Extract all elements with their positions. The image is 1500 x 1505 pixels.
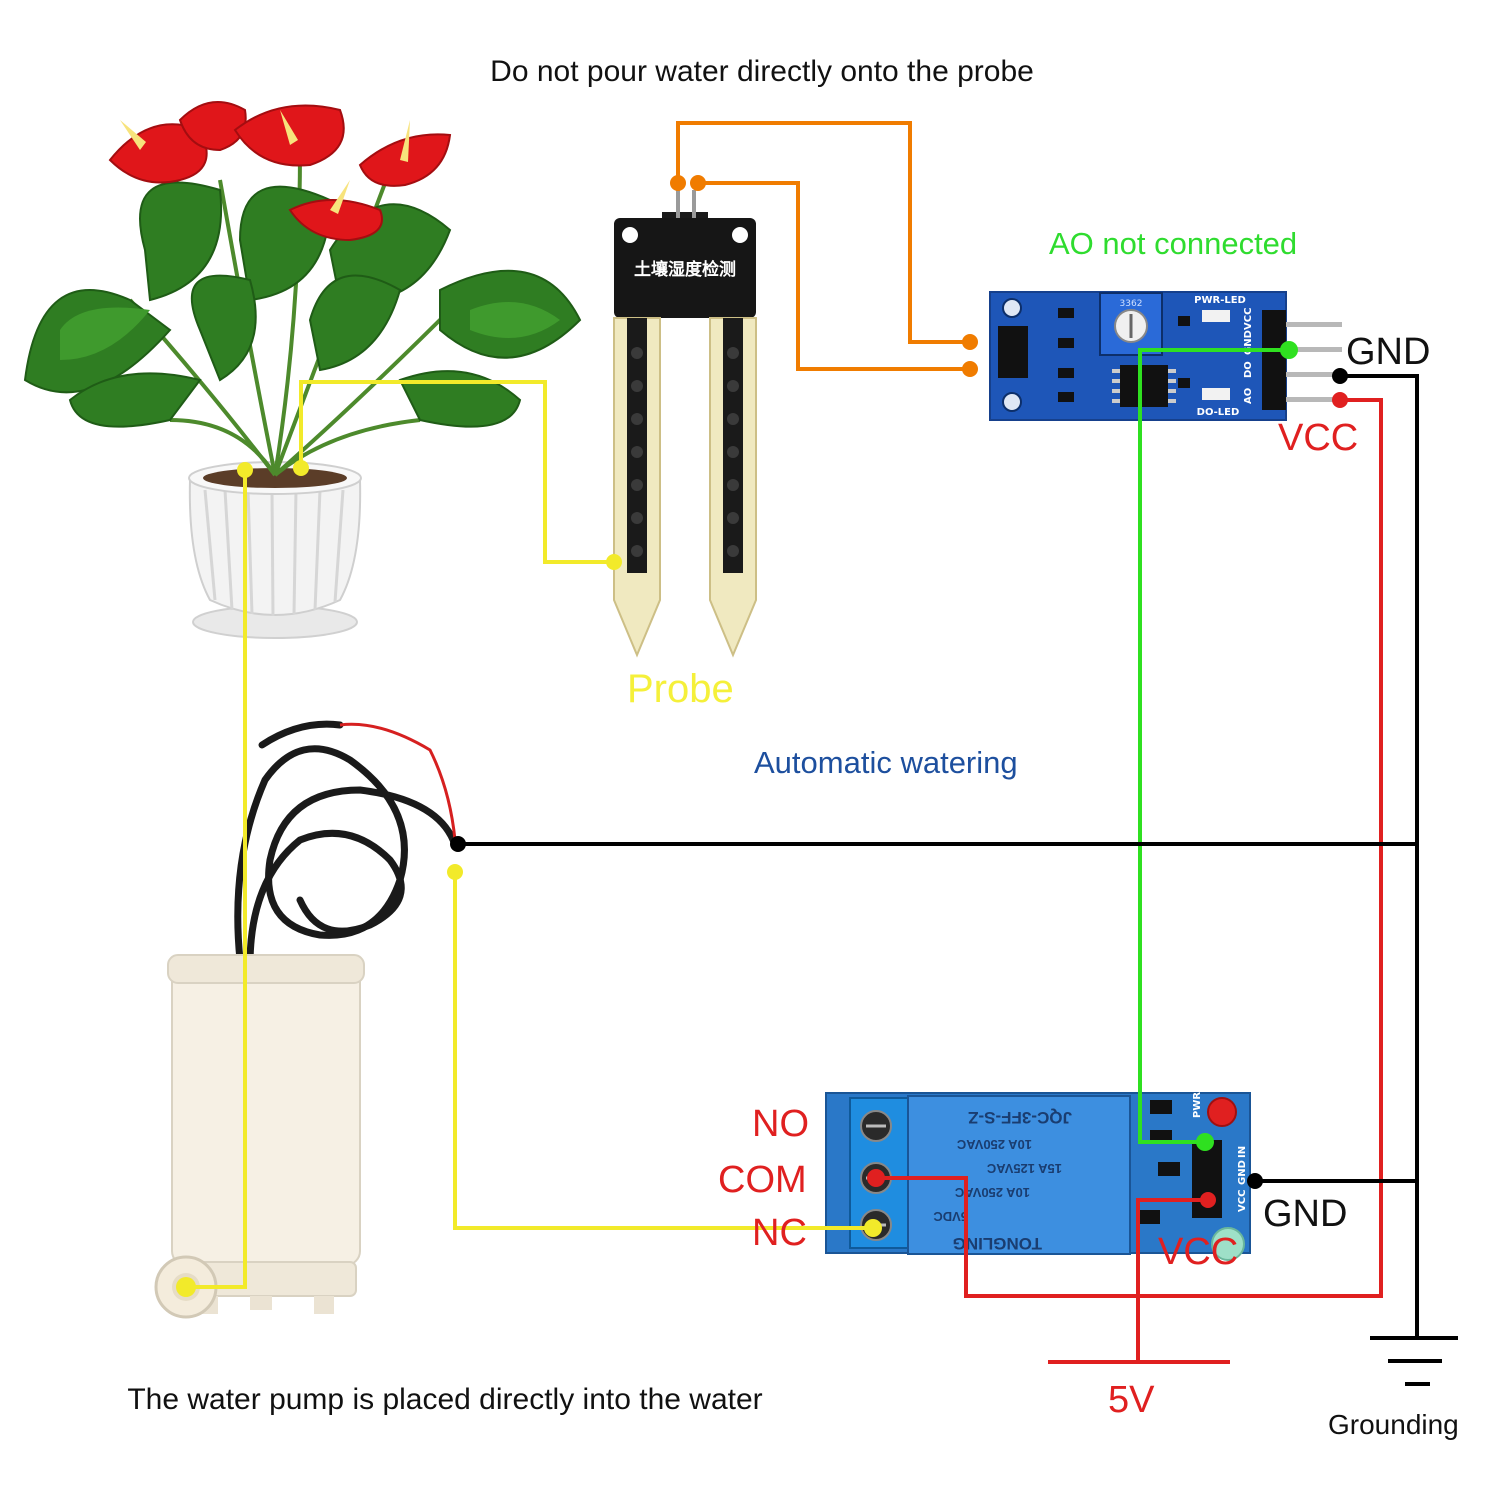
relay-no-label: NO (752, 1103, 809, 1145)
pump-note-caption: The water pump is placed directly into t… (127, 1383, 762, 1416)
relay-text-rating-2: 15A 125VAC (986, 1161, 1062, 1176)
relay-text-coil: 5VDC (933, 1209, 968, 1224)
connection-dots (176, 175, 1348, 1297)
relay-text-rating-3: 10A 250VAC (954, 1185, 1030, 1200)
potted-plant (23, 101, 582, 639)
automatic-watering-caption: Automatic watering (754, 745, 1018, 780)
probe-label: Probe (627, 667, 734, 711)
pin-label-gnd: GND (1243, 330, 1254, 355)
relay-pin-in: IN (1237, 1146, 1248, 1158)
wire-probe-2 (698, 181, 970, 371)
ao-note-caption: AO not connected (1049, 226, 1297, 261)
soil-probe: 土壤湿度检测 (613, 190, 757, 658)
relay-module: JQC-3FF-S-Z 10A 250VAC 15A 125VAC 10A 25… (825, 1092, 1251, 1261)
relay-text-brand: TONGLING (953, 1234, 1042, 1253)
wire-plant-to-probe (299, 380, 614, 564)
relay-com-label: COM (718, 1159, 807, 1201)
pot-label: 3362 (1120, 299, 1143, 309)
wire-do-signal (1138, 348, 1289, 1144)
pin-label-vcc: VCC (1243, 308, 1254, 330)
relay-nc-label: NC (752, 1212, 807, 1254)
relay-vcc-label: VCC (1158, 1231, 1238, 1273)
sensor-gnd-label: GND (1346, 331, 1430, 373)
do-led-label: DO-LED (1197, 407, 1240, 418)
wire-pump-to-plant (188, 470, 247, 1289)
supply-5v-label: 5V (1108, 1379, 1155, 1421)
wire-gnd-sensor (1340, 374, 1419, 1338)
relay-text-rating-1: 10A 250VAC (956, 1137, 1032, 1152)
pwr-led-label: PWR-LED (1194, 295, 1246, 306)
ground-symbol (1370, 1336, 1458, 1386)
wire-vcc-sensor (876, 398, 1383, 1298)
wire-vcc-relay (1136, 1198, 1208, 1362)
moisture-sensor-module: 3362 PWR-LED DO-LED AO DO GND VCC (989, 291, 1342, 421)
wire-probe-1 (676, 121, 970, 344)
grounding-label: Grounding (1328, 1409, 1459, 1440)
pin-label-ao: AO (1243, 388, 1254, 404)
relay-pwr-label: PWR (1192, 1092, 1203, 1118)
pin-label-do: DO (1243, 361, 1254, 378)
probe-warning-caption: Do not pour water directly onto the prob… (490, 55, 1034, 88)
sensor-vcc-label: VCC (1278, 417, 1358, 459)
relay-gnd-label: GND (1263, 1193, 1347, 1235)
relay-text-model: JQC-3FF-S-Z (968, 1108, 1072, 1127)
probe-board-label: 土壤湿度检测 (634, 259, 736, 280)
relay-pin-vcc: VCC (1237, 1190, 1248, 1212)
relay-pin-gnd: GND (1237, 1160, 1248, 1185)
wire-pump-to-nc (453, 872, 873, 1230)
water-pump (154, 720, 459, 1319)
